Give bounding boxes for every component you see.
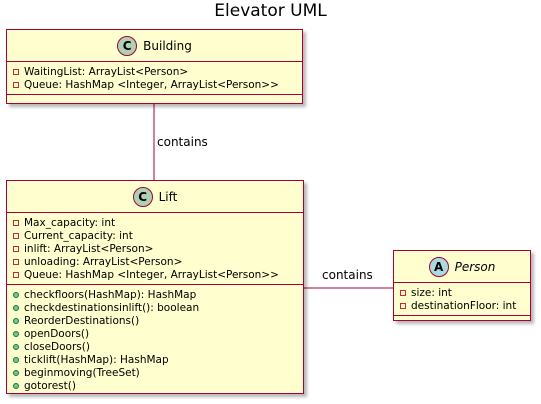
building-lift-label: contains [157, 135, 208, 149]
method-row: checkfloors(HashMap): HashMap [13, 288, 297, 301]
public-visibility-icon [13, 356, 19, 363]
class-building-methods [7, 95, 302, 103]
attribute-row: size: int [400, 286, 524, 299]
attribute-text: size: int [411, 286, 452, 299]
private-visibility-icon [13, 68, 19, 75]
attribute-text: WaitingList: ArrayList<Person> [24, 65, 189, 78]
attribute-text: Max_capacity: int [24, 216, 116, 229]
public-visibility-icon [13, 343, 19, 350]
class-badge-icon: C [117, 35, 138, 56]
attribute-row: Queue: HashMap <Integer, ArrayList<Perso… [13, 268, 297, 281]
public-visibility-icon [13, 330, 19, 337]
private-visibility-icon [13, 245, 19, 252]
attribute-text: destinationFloor: int [411, 299, 517, 312]
private-visibility-icon [13, 258, 19, 265]
method-text: openDoors() [24, 327, 90, 340]
attribute-row: Queue: HashMap <Integer, ArrayList<Perso… [13, 78, 296, 91]
attribute-text: Queue: HashMap <Integer, ArrayList<Perso… [24, 268, 279, 281]
attribute-text: Current_capacity: int [24, 229, 133, 242]
attribute-row: inlift: ArrayList<Person> [13, 242, 297, 255]
method-row: ticklift(HashMap): HashMap [13, 353, 297, 366]
class-building-header: C Building [7, 30, 302, 62]
attribute-row: unloading: ArrayList<Person> [13, 255, 297, 268]
private-visibility-icon [400, 302, 406, 309]
class-person-methods [394, 316, 530, 322]
public-visibility-icon [13, 291, 19, 298]
class-person-header: A Person [394, 251, 530, 283]
attribute-row: Max_capacity: int [13, 216, 297, 229]
method-text: ReorderDestinations() [24, 314, 140, 327]
method-row: gotorest() [13, 379, 297, 392]
method-text: gotorest() [24, 379, 76, 392]
method-row: closeDoors() [13, 340, 297, 353]
class-lift-methods: checkfloors(HashMap): HashMap checkdesti… [7, 285, 303, 395]
attribute-row: destinationFloor: int [400, 299, 524, 312]
method-text: closeDoors() [24, 340, 90, 353]
abstract-badge-icon: A [428, 256, 449, 277]
class-lift-header: C Lift [7, 181, 303, 213]
private-visibility-icon [13, 232, 19, 239]
attribute-text: inlift: ArrayList<Person> [24, 242, 154, 255]
attribute-text: unloading: ArrayList<Person> [24, 255, 183, 268]
method-text: ticklift(HashMap): HashMap [24, 353, 169, 366]
class-lift-attributes: Max_capacity: int Current_capacity: int … [7, 213, 303, 285]
private-visibility-icon [400, 289, 406, 296]
method-row: checkdestinationsinlift(): boolean [13, 301, 297, 314]
class-person[interactable]: A Person size: int destinationFloor: int [393, 250, 531, 321]
public-visibility-icon [13, 304, 19, 311]
diagram-title: Elevator UML [214, 1, 327, 21]
public-visibility-icon [13, 317, 19, 324]
class-building-attributes: WaitingList: ArrayList<Person> Queue: Ha… [7, 62, 302, 95]
private-visibility-icon [13, 81, 19, 88]
method-text: checkdestinationsinlift(): boolean [24, 301, 200, 314]
attribute-row: WaitingList: ArrayList<Person> [13, 65, 296, 78]
private-visibility-icon [13, 271, 19, 278]
public-visibility-icon [13, 382, 19, 389]
attribute-row: Current_capacity: int [13, 229, 297, 242]
method-row: ReorderDestinations() [13, 314, 297, 327]
class-badge-icon: C [132, 186, 153, 207]
class-lift[interactable]: C Lift Max_capacity: int Current_capacit… [6, 180, 304, 394]
class-building[interactable]: C Building WaitingList: ArrayList<Person… [6, 29, 303, 104]
public-visibility-icon [13, 369, 19, 376]
method-row: openDoors() [13, 327, 297, 340]
class-person-name: Person [454, 259, 496, 274]
private-visibility-icon [13, 219, 19, 226]
attribute-text: Queue: HashMap <Integer, ArrayList<Perso… [24, 78, 279, 91]
method-text: checkfloors(HashMap): HashMap [24, 288, 197, 301]
class-lift-name: Lift [158, 189, 178, 204]
lift-person-label: contains [322, 268, 373, 282]
class-building-name: Building [143, 38, 192, 53]
method-row: beginmoving(TreeSet) [13, 366, 297, 379]
class-person-attributes: size: int destinationFloor: int [394, 283, 530, 316]
method-text: beginmoving(TreeSet) [24, 366, 140, 379]
